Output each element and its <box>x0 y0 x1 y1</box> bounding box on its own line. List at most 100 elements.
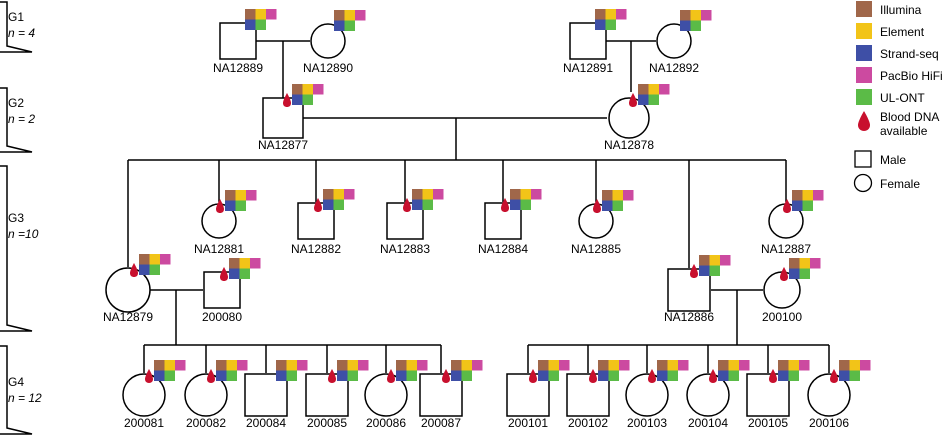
blood-drop-icon <box>830 369 838 383</box>
legend-ulont-label: UL-ONT <box>880 91 925 105</box>
blood-drop-icon <box>207 369 215 383</box>
female-circle-shape <box>105 267 151 313</box>
element-badge <box>690 10 701 21</box>
blood-drop-icon <box>501 198 509 212</box>
individual-na12879: NA12879 <box>103 254 171 324</box>
pacbio-hifi-badge <box>860 360 871 371</box>
female-circle-shape <box>686 373 730 417</box>
blood-drop-icon <box>387 369 395 383</box>
pacbio-hifi-badge <box>175 360 186 371</box>
g1-label: G1 <box>8 10 24 24</box>
individual-label: NA12877 <box>258 138 308 152</box>
strand-seq-badge <box>657 370 668 381</box>
strand-seq-badge <box>595 19 606 30</box>
ul-ont-badge <box>709 265 720 276</box>
strand-seq-badge <box>680 20 691 31</box>
strand-seq-badge <box>598 370 609 381</box>
illumina-badge <box>778 360 789 371</box>
g2-label: G2 <box>8 96 24 110</box>
ul-ont-badge <box>520 199 531 210</box>
element-badge <box>461 360 472 371</box>
illumina-badge <box>337 360 348 371</box>
ul-ont-badge <box>235 200 246 211</box>
element-badge <box>605 9 616 20</box>
ul-ont-badge <box>788 370 799 381</box>
element-badge <box>548 360 559 371</box>
individual-200100: 200100 <box>762 258 821 324</box>
g1-count: n = 4 <box>8 26 35 40</box>
blood-drop-icon <box>216 199 224 213</box>
illumina-badge <box>718 360 729 371</box>
illumina-badge <box>598 360 609 371</box>
ul-ont-badge <box>239 268 250 279</box>
blood-drop-icon <box>529 369 537 383</box>
ul-ont-badge <box>164 370 175 381</box>
individual-200080: 200080 <box>202 258 261 324</box>
strand-seq-badge <box>139 264 150 275</box>
pacbio-hifi-badge <box>355 10 366 21</box>
individual-label: NA12887 <box>761 242 811 256</box>
g1-bracket <box>0 1 33 53</box>
individual-na12878: NA12878 <box>604 84 670 152</box>
g2-count: n = 2 <box>8 112 35 126</box>
generation-labels: G1 n = 4 G2 n = 2 G3 n =10 G4 n = 12 <box>8 10 42 405</box>
ul-ont-badge <box>548 370 559 381</box>
individual-na12890: NA12890 <box>303 10 366 75</box>
element-badge <box>226 360 237 371</box>
individual-label: 200082 <box>186 416 226 430</box>
illumina-badge <box>680 10 691 21</box>
blood-drop-icon <box>328 369 336 383</box>
pacbio-hifi-badge <box>237 360 248 371</box>
individual-200102: 200102 <box>566 360 630 430</box>
blood-drop-icon <box>629 93 637 107</box>
female-circle-shape <box>608 97 650 139</box>
legend-ulont-swatch <box>856 89 872 105</box>
illumina-badge <box>139 254 150 265</box>
illumina-badge <box>225 190 236 201</box>
pacbio-hifi-badge <box>619 360 630 371</box>
individual-label: NA12883 <box>380 242 430 256</box>
pacbio-hifi-badge <box>701 10 712 21</box>
illumina-badge <box>510 189 521 200</box>
element-badge <box>849 360 860 371</box>
element-badge <box>333 189 344 200</box>
g3-count: n =10 <box>8 227 39 241</box>
individual-na12882: NA12882 <box>291 189 355 256</box>
blood-drop-icon <box>593 199 601 213</box>
blood-drop-icon <box>709 369 717 383</box>
individual-200104: 200104 <box>686 360 750 430</box>
illumina-badge <box>789 258 800 269</box>
strand-seq-badge <box>229 268 240 279</box>
legend-blood-label-1: Blood DNA <box>880 110 939 124</box>
legend-pacbio-swatch <box>856 67 872 83</box>
individual-na12887: NA12887 <box>761 190 824 256</box>
individual-label: 200087 <box>421 416 461 430</box>
legend-strandseq-label: Strand-seq <box>880 47 939 61</box>
strand-seq-badge <box>323 199 334 210</box>
ul-ont-badge <box>255 19 266 30</box>
ul-ont-badge <box>347 370 358 381</box>
pacbio-hifi-badge <box>799 360 810 371</box>
ul-ont-badge <box>344 20 355 31</box>
individual-200081: 200081 <box>122 360 186 430</box>
individual-label: NA12882 <box>291 242 341 256</box>
ul-ont-badge <box>667 370 678 381</box>
legend-element-label: Element <box>880 25 925 39</box>
pacbio-hifi-badge <box>266 9 277 20</box>
strand-seq-badge <box>451 370 462 381</box>
pacbio-hifi-badge <box>472 360 483 371</box>
strand-seq-badge <box>334 20 345 31</box>
legend-blood-drop-icon <box>858 111 870 131</box>
individual-200082: 200082 <box>184 360 248 430</box>
individual-na12886: NA12886 <box>664 255 731 324</box>
blood-drop-icon <box>145 369 153 383</box>
illumina-badge <box>323 189 334 200</box>
element-badge <box>149 254 160 265</box>
legend-male-label: Male <box>880 153 906 167</box>
illumina-badge <box>276 360 287 371</box>
individual-na12883: NA12883 <box>380 189 444 256</box>
element-badge <box>302 84 313 95</box>
strand-seq-badge <box>337 370 348 381</box>
strand-seq-badge <box>225 200 236 211</box>
